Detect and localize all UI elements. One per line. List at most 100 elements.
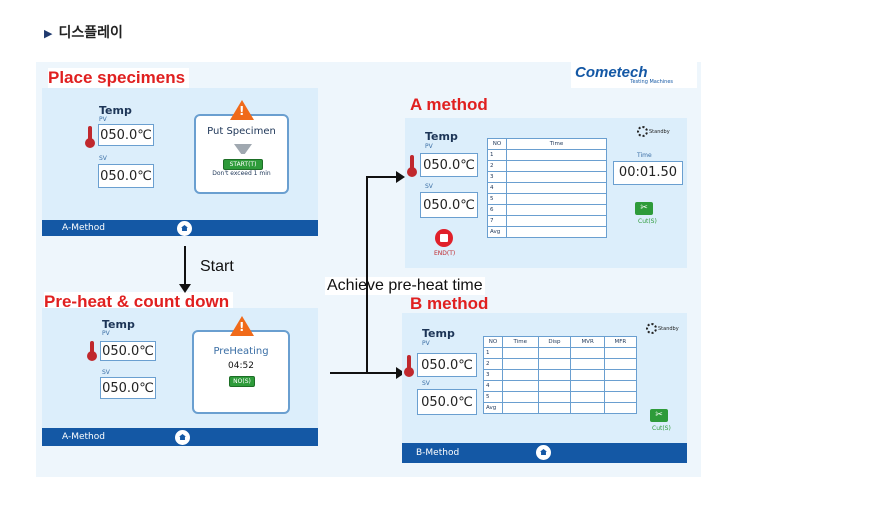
home-icon[interactable] xyxy=(536,445,551,460)
temp-title: Temp xyxy=(425,130,458,143)
to-b-arrow-head xyxy=(396,367,405,379)
sv-label: SV xyxy=(99,155,107,162)
col-header: MVR xyxy=(570,336,605,348)
thermometer-icon xyxy=(404,355,414,377)
row-number: 5 xyxy=(483,391,503,403)
note-text: Don't exceed 1 min xyxy=(212,170,271,177)
status-label: Standby xyxy=(649,129,670,135)
cell xyxy=(506,171,607,183)
temp-title: Temp xyxy=(99,104,132,117)
bar-method-label: B-Method xyxy=(416,448,460,458)
col-header: MFR xyxy=(603,336,638,348)
b-method-screen: Temp PV 050.0℃ SV 050.0℃ NO Time Disp MV… xyxy=(402,313,687,463)
cell xyxy=(506,182,607,194)
thermometer-icon xyxy=(85,126,95,148)
put-specimen-card: Put Specimen START(T) Don't exceed 1 min xyxy=(194,114,289,194)
table-row: 4 xyxy=(487,182,607,194)
col-header: NO xyxy=(487,138,507,150)
stop-icon[interactable] xyxy=(435,229,453,247)
start-arrow-line xyxy=(184,246,186,286)
table-row: 3 xyxy=(487,171,607,183)
countdown-value: 04:52 xyxy=(228,361,254,371)
pv-value: 050.0℃ xyxy=(98,124,154,146)
cell xyxy=(506,193,607,205)
table-row: 6 xyxy=(487,204,607,216)
cell xyxy=(506,204,607,216)
row-number: 2 xyxy=(487,160,507,172)
cut-button[interactable]: ✂ xyxy=(650,409,668,422)
pv-label: PV xyxy=(422,340,430,347)
to-b-line xyxy=(366,372,398,374)
time-label: Time xyxy=(637,152,652,159)
start-button[interactable]: START(T) xyxy=(223,159,263,170)
bar-method-label: A-Method xyxy=(62,223,105,233)
cell xyxy=(506,215,607,227)
sv-label: SV xyxy=(425,183,433,190)
table-row: 3 xyxy=(483,369,638,381)
pv-value: 050.0℃ xyxy=(417,353,477,377)
no-button[interactable]: NO(S) xyxy=(229,376,255,387)
row-number: 4 xyxy=(487,182,507,194)
time-value: 00:01.50 xyxy=(613,161,683,185)
bar-method-label: A-Method xyxy=(62,432,105,442)
preheat-screen: Temp PV 050.0℃ SV 050.0℃ PreHeating 04:5… xyxy=(42,308,318,446)
sv-value[interactable]: 050.0℃ xyxy=(98,164,154,188)
label-achieve-preheat: Achieve pre-heat time xyxy=(325,277,485,295)
to-a-line xyxy=(366,176,398,178)
col-header: Time xyxy=(506,138,607,150)
cut-button[interactable]: ✂ xyxy=(635,202,653,215)
triangle-bullet-icon: ▶ xyxy=(44,27,53,40)
to-a-arrow-head xyxy=(396,171,405,183)
sv-value[interactable]: 050.0℃ xyxy=(420,192,478,218)
warning-icon: ! xyxy=(230,100,254,120)
row-number: 6 xyxy=(487,204,507,216)
table-row: Avg xyxy=(487,226,607,238)
row-number: 3 xyxy=(483,369,503,381)
bottom-bar: B-Method xyxy=(402,443,687,463)
branch-line xyxy=(366,176,368,374)
table-row: 7 xyxy=(487,215,607,227)
cometech-logo: Cometech Testing Machines xyxy=(571,62,697,88)
row-number: Avg xyxy=(487,226,507,238)
table-row: Avg xyxy=(483,402,638,414)
warning-icon: ! xyxy=(230,316,254,336)
end-label: END(T) xyxy=(434,250,456,257)
row-number: 3 xyxy=(487,171,507,183)
sv-value[interactable]: 050.0℃ xyxy=(417,389,477,415)
section-heading-text: 디스플레이 xyxy=(58,25,123,41)
temp-title: Temp xyxy=(102,318,135,331)
home-icon[interactable] xyxy=(177,221,192,236)
sv-value[interactable]: 050.0℃ xyxy=(100,377,156,399)
start-arrow-head xyxy=(179,284,191,293)
status-label: Standby xyxy=(658,326,679,332)
cell xyxy=(506,149,607,161)
preheating-card: PreHeating 04:52 NO(S) xyxy=(192,330,290,414)
row-number: 5 xyxy=(487,193,507,205)
pv-value: 050.0℃ xyxy=(100,341,156,361)
logo-name: Cometech xyxy=(575,64,648,81)
b-results-table: NO Time Disp MVR MFR 1 2 3 4 5 Avg xyxy=(483,336,638,414)
sv-label: SV xyxy=(102,369,110,376)
row-number: 4 xyxy=(483,380,503,392)
achieve-arrow-line xyxy=(330,372,366,374)
bottom-bar: A-Method xyxy=(42,220,318,236)
temp-title: Temp xyxy=(422,327,455,340)
row-number: Avg xyxy=(483,402,503,414)
card-title: Put Specimen xyxy=(207,126,276,137)
label-b-method: B method xyxy=(410,294,489,313)
sv-label: SV xyxy=(422,380,430,387)
cut-label: Cut(S) xyxy=(652,425,671,432)
home-icon[interactable] xyxy=(175,430,190,445)
bottom-bar: A-Method xyxy=(42,428,318,446)
table-row: 1 xyxy=(483,347,638,359)
thermometer-icon xyxy=(87,341,97,361)
cell xyxy=(506,226,607,238)
pv-label: PV xyxy=(425,143,433,150)
cut-label: Cut(S) xyxy=(638,218,657,225)
cell xyxy=(506,160,607,172)
label-start: Start xyxy=(200,258,234,275)
section-heading: ▶ 디스플레이 xyxy=(44,22,123,42)
table-row: 2 xyxy=(483,358,638,370)
table-row: 2 xyxy=(487,160,607,172)
